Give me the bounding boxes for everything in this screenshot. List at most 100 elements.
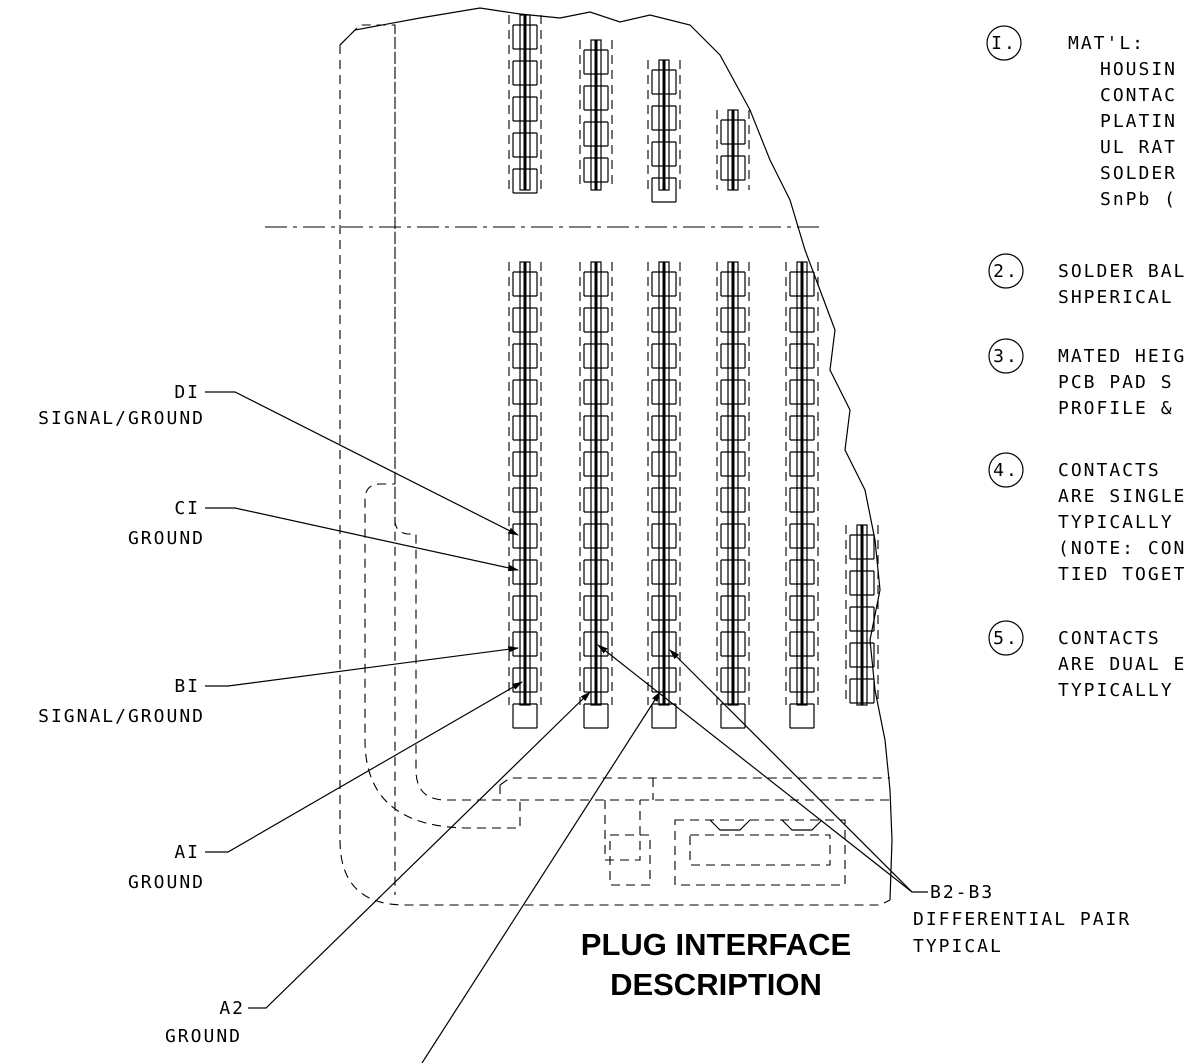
top-contact-rows (508, 14, 750, 203)
note-1-line-5: UL RAT (1100, 137, 1177, 158)
leader-d1 (205, 391, 519, 536)
contact-column-5-segment (789, 487, 815, 513)
drawing-title: PLUG INTERFACE DESCRIPTION (581, 927, 851, 1002)
label-a2: A2 GROUND (165, 998, 243, 1047)
contact-column-1-segment (512, 559, 538, 585)
contact-column-1-segment (512, 523, 538, 549)
note-4-bubble (988, 452, 1024, 488)
contact-column-5-segment (789, 559, 815, 585)
note-1-line-7: SnPb ( (1100, 189, 1177, 210)
label-c1: CI GROUND (128, 498, 203, 549)
top-contact-column-1 (508, 14, 542, 194)
note-2: 2. SOLDER BAL SHPERICAL (988, 253, 1184, 308)
contact-column-2-segment (583, 343, 609, 369)
note-5-line-1: CONTACTS (1058, 628, 1161, 649)
contact-column-partial (845, 524, 879, 706)
label-b2b3-name: B2-B3 (930, 882, 994, 903)
top-contact-column-3-segment (651, 105, 677, 131)
top-contact-column-3-segment (651, 141, 677, 167)
top-contact-column-1-segment (512, 168, 538, 194)
note-3-line-1: MATED HEIG (1058, 346, 1186, 367)
contact-column-2-segment (583, 667, 609, 693)
note-5: 5. CONTACTS ARE DUAL E TYPICALLY (988, 620, 1184, 701)
note-4-number: 4. (993, 460, 1019, 481)
leader-a2 (248, 691, 591, 1009)
main-contact-rows (508, 261, 879, 729)
note-4-line-3: TYPICALLY (1058, 512, 1174, 533)
contact-column-5-segment (789, 307, 815, 333)
housing-outline (339, 24, 521, 895)
note-4-line-4: (NOTE: CON (1058, 538, 1186, 559)
note-1-line-4: PLATIN (1100, 111, 1177, 132)
contact-column-3-segment (651, 631, 677, 657)
contact-column-partial-segment (849, 570, 875, 596)
leader-a1 (205, 681, 523, 853)
contact-column-4-segment (720, 307, 746, 333)
contact-column-3-segment (651, 451, 677, 477)
note-3-line-2: PCB PAD S (1058, 372, 1174, 393)
contact-column-4 (716, 261, 750, 729)
contact-column-2-segment (583, 703, 609, 729)
contact-column-1-segment (512, 631, 538, 657)
key-pocket (674, 819, 846, 886)
top-contact-column-4-rail (716, 110, 750, 190)
contact-column-2-segment (583, 379, 609, 405)
top-contact-column-2-segment (583, 85, 609, 111)
contact-column-3-segment (651, 307, 677, 333)
contact-column-5-segment (789, 271, 815, 297)
note-1-line-3: CONTAC (1100, 85, 1177, 106)
contact-column-2-segment (583, 415, 609, 441)
contact-column-5-segment (789, 595, 815, 621)
contact-column-partial-segment (849, 678, 875, 704)
contact-column-2-segment (583, 595, 609, 621)
label-b1: BI SIGNAL/GROUND (38, 676, 203, 727)
top-contact-column-2-rail (579, 40, 613, 190)
contact-column-5 (785, 261, 819, 729)
note-3-bubble (988, 338, 1024, 374)
contact-column-3-segment (651, 487, 677, 513)
contact-column-3-segment (651, 415, 677, 441)
contact-column-4-segment (720, 487, 746, 513)
label-a1-role: GROUND (128, 872, 205, 893)
contact-column-1-segment (512, 487, 538, 513)
contact-column-2-segment (583, 487, 609, 513)
note-1: I. MAT'L: HOUSIN CONTAC PLATIN UL RAT SO… (986, 25, 1177, 210)
contact-column-2-segment (583, 631, 609, 657)
top-contact-column-2-segment (583, 121, 609, 147)
top-contact-column-4 (716, 109, 750, 191)
contact-column-4-segment (720, 451, 746, 477)
contact-column-4-segment (720, 343, 746, 369)
notes-block: I. MAT'L: HOUSIN CONTAC PLATIN UL RAT SO… (986, 25, 1186, 701)
top-contact-column-2-segment (583, 49, 609, 75)
note-5-bubble (988, 620, 1024, 656)
note-2-number: 2. (993, 261, 1019, 282)
top-contact-column-1-segment (512, 60, 538, 86)
top-contact-column-2-segment (583, 157, 609, 183)
label-b1-name: BI (174, 676, 200, 697)
contact-column-2 (579, 261, 613, 729)
label-d1-role: SIGNAL/GROUND (38, 408, 205, 429)
note-3-number: 3. (993, 346, 1019, 367)
label-b2b3-extra: TYPICAL (913, 936, 1003, 957)
label-c1-name: CI (174, 498, 200, 519)
label-b2b3: B2-B3 DIFFERENTIAL PAIR TYPICAL (913, 882, 1129, 957)
top-contact-column-4-segment (720, 119, 746, 145)
top-contact-column-1-segment (512, 96, 538, 122)
contact-column-1-segment (512, 667, 538, 693)
contact-column-2-segment (583, 559, 609, 585)
contact-column-2-segment (583, 451, 609, 477)
contact-column-3-segment (651, 595, 677, 621)
contact-column-3-segment (651, 703, 677, 729)
contact-column-1-segment (512, 343, 538, 369)
housing-outer (339, 45, 891, 906)
note-2-line-2: SHPERICAL (1058, 287, 1174, 308)
contact-column-2-segment (583, 523, 609, 549)
note-4: 4. CONTACTS ARE SINGLE TYPICALLY (NOTE: … (988, 452, 1186, 585)
contact-column-1-segment (512, 595, 538, 621)
contact-column-3-segment (651, 271, 677, 297)
contact-column-3-segment (651, 379, 677, 405)
contact-column-partial-segment (849, 606, 875, 632)
contact-column-5-segment (789, 379, 815, 405)
contact-column-1-segment (512, 307, 538, 333)
